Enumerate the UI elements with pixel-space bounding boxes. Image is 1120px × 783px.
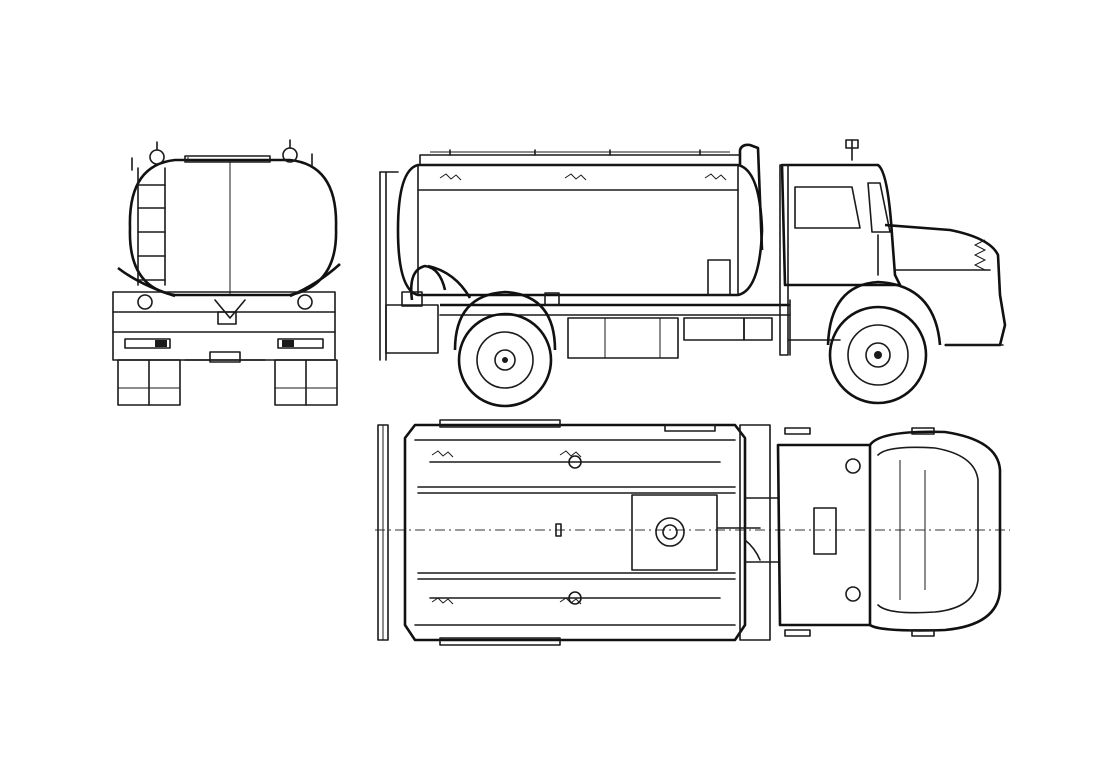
side-view bbox=[379, 139, 1007, 408]
rear-view bbox=[112, 139, 341, 406]
top-view bbox=[375, 419, 1010, 646]
